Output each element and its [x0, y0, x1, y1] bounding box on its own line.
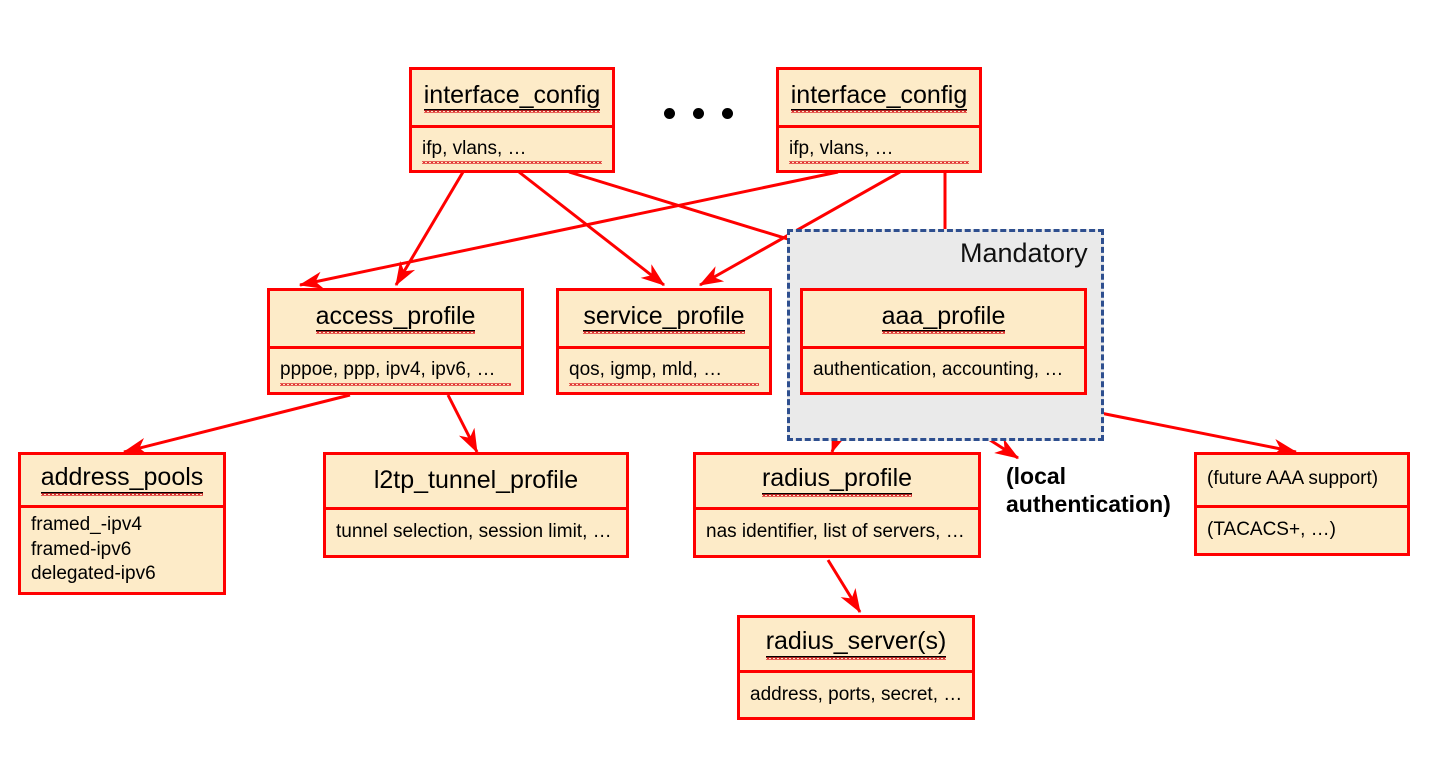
node-access-profile[interactable]: access_profile pppoe, ppp, ipv4, ipv6, …	[267, 288, 524, 395]
node-title-text: interface_config	[423, 80, 601, 114]
node-body-text: authentication, accounting, …	[813, 359, 1064, 381]
node-divider	[21, 505, 223, 508]
node-title: access_profile	[270, 291, 521, 346]
node-body: pppoe, ppp, ipv4, ipv6, …	[270, 349, 521, 392]
node-divider	[1197, 505, 1407, 508]
local-auth-line-1: (local	[1006, 463, 1067, 489]
node-body: qos, igmp, mld, …	[559, 349, 769, 392]
node-divider	[326, 507, 626, 510]
node-title-text: aaa_profile	[881, 301, 1006, 335]
node-divider	[559, 346, 769, 349]
ellipsis-dot	[693, 108, 704, 119]
node-title: interface_config	[412, 70, 612, 125]
node-body: nas identifier, list of servers, …	[696, 510, 978, 555]
mandatory-region-label: Mandatory	[960, 238, 1088, 268]
local-auth-line-2: authentication)	[1006, 491, 1171, 518]
node-title-text: address_pools	[40, 463, 204, 496]
node-address-pools[interactable]: address_pools framed_-ipv4 framed-ipv6 d…	[18, 452, 226, 595]
node-body-text: ifp, vlans, …	[422, 137, 602, 164]
node-interface-config-right[interactable]: interface_config ifp, vlans, …	[776, 67, 982, 173]
node-body-text: pppoe, ppp, ipv4, ipv6, …	[280, 358, 511, 386]
node-title: aaa_profile	[803, 291, 1084, 346]
edge-ifcfgR-access	[298, 170, 839, 289]
node-body: (TACACS+, …)	[1197, 508, 1407, 553]
node-aaa-profile[interactable]: aaa_profile authentication, accounting, …	[800, 288, 1087, 395]
node-body-line: framed_-ipv4	[31, 513, 142, 535]
ellipsis-indicator	[664, 108, 733, 119]
node-l2tp-tunnel-profile[interactable]: l2tp_tunnel_profile tunnel selection, se…	[323, 452, 629, 558]
local-authentication-note: (local authentication)	[1006, 462, 1171, 518]
edge-ifcfgL-service	[518, 170, 665, 287]
node-divider	[696, 507, 978, 510]
edge-access-l2tp	[446, 394, 479, 454]
node-title: interface_config	[779, 70, 979, 125]
node-divider	[803, 346, 1084, 349]
node-title-text: service_profile	[583, 301, 745, 335]
node-title-text: interface_config	[790, 80, 968, 114]
node-body-text: (TACACS+, …)	[1207, 519, 1336, 541]
node-body-line: delegated-ipv6	[31, 563, 156, 585]
node-divider	[412, 125, 612, 128]
node-body: framed_-ipv4 framed-ipv6 delegated-ipv6	[21, 508, 223, 592]
node-body: ifp, vlans, …	[779, 128, 979, 170]
node-body: address, ports, secret, …	[740, 673, 972, 717]
edge-radius-servers	[826, 559, 862, 614]
node-title: l2tp_tunnel_profile	[326, 455, 626, 507]
node-future-aaa-support[interactable]: (future AAA support) (TACACS+, …)	[1194, 452, 1410, 556]
ellipsis-dot	[722, 108, 733, 119]
node-title-text: access_profile	[315, 301, 476, 335]
node-radius-servers[interactable]: radius_server(s) address, ports, secret,…	[737, 615, 975, 720]
node-title: radius_profile	[696, 455, 978, 507]
node-divider	[270, 346, 521, 349]
node-divider	[740, 670, 972, 673]
node-divider	[779, 125, 979, 128]
node-title-text: l2tp_tunnel_profile	[373, 465, 579, 494]
node-radius-profile[interactable]: radius_profile nas identifier, list of s…	[693, 452, 981, 558]
node-interface-config-left[interactable]: interface_config ifp, vlans, …	[409, 67, 615, 173]
node-title: (future AAA support)	[1197, 455, 1407, 505]
node-body-text: tunnel selection, session limit, …	[336, 521, 612, 543]
node-body-text: nas identifier, list of servers, …	[706, 521, 965, 543]
node-title-text: radius_server(s)	[765, 627, 947, 660]
node-body-text: qos, igmp, mld, …	[569, 358, 759, 386]
node-body-text: ifp, vlans, …	[789, 137, 969, 164]
node-title: address_pools	[21, 455, 223, 505]
node-title-text: radius_profile	[761, 464, 913, 497]
edge-access-pools	[122, 393, 351, 455]
node-body-line: framed-ipv6	[31, 538, 132, 560]
node-body-text: address, ports, secret, …	[750, 683, 963, 705]
edge-ifcfgL-access	[394, 171, 465, 287]
node-title-text: (future AAA support)	[1207, 468, 1379, 490]
ellipsis-dot	[664, 108, 675, 119]
node-service-profile[interactable]: service_profile qos, igmp, mld, …	[556, 288, 772, 395]
node-title: service_profile	[559, 291, 769, 346]
node-body: tunnel selection, session limit, …	[326, 510, 626, 555]
node-title: radius_server(s)	[740, 618, 972, 670]
node-body: ifp, vlans, …	[412, 128, 612, 170]
node-body: authentication, accounting, …	[803, 349, 1084, 392]
